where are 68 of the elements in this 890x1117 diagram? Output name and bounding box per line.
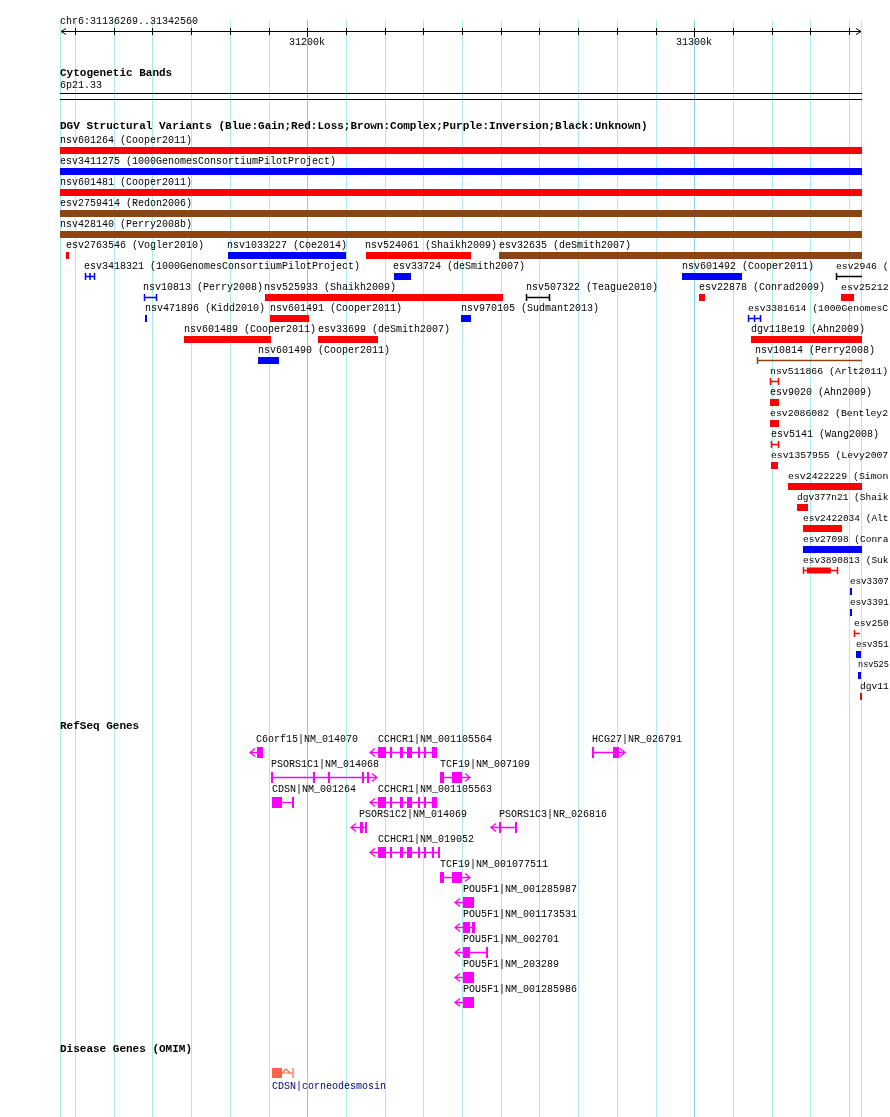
feature-label: nsv601490 (Cooper2011) xyxy=(258,345,391,356)
feature-label: nsv10814 (Perry2008) xyxy=(755,345,876,356)
feature-label: esv2763546 (Vogler2010) xyxy=(66,240,205,251)
gene-label: PSORS1C1|NM_014068 xyxy=(271,759,380,770)
feature-label: nsv471896 (Kidd2010) xyxy=(145,303,266,314)
track-title: Disease Genes (OMIM) xyxy=(60,1044,193,1055)
feature-label: nsv601481 (Cooper2011) xyxy=(60,177,193,188)
gene-label: PSORS1C2|NM_014069 xyxy=(359,809,468,820)
gene-label: C6orf15|NM_014070 xyxy=(256,734,359,745)
feature-label: nsv525933 (Shaikh2009) xyxy=(264,282,397,293)
gene-label: CDSN|NM_001264 xyxy=(272,784,356,795)
gene-label: POU5F1|NM_001285986 xyxy=(463,984,578,995)
track-title: RefSeq Genes xyxy=(60,721,140,732)
gene-label: TCF19|NM_007109 xyxy=(440,759,530,770)
gene-label: CCHCR1|NM_001105564 xyxy=(378,734,493,745)
gene-label: POU5F1|NM_203289 xyxy=(463,959,559,970)
gene-label: CCHCR1|NM_001105563 xyxy=(378,784,493,795)
feature-label: esv5141 (Wang2008) xyxy=(771,429,880,440)
feature-label: esv33724 (deSmith2007) xyxy=(393,261,526,272)
coordinate-range: chr6:31136269..31342560 xyxy=(60,16,199,27)
feature-label: esv2422229 (Simon xyxy=(788,471,889,482)
feature-label: nsv1033227 (Coe2014) xyxy=(227,240,348,251)
feature-label: esv3381614 (1000GenomesC xyxy=(748,303,889,314)
feature-label: nsv601264 (Cooper2011) xyxy=(60,135,193,146)
feature-label: dgv377n21 (Shaik xyxy=(797,492,889,503)
feature-label: esv2422034 (Alt xyxy=(803,513,889,524)
feature-label: esv1357955 (Levy2007 xyxy=(771,450,889,461)
gene-label: CCHCR1|NM_019052 xyxy=(378,834,474,845)
feature-label: esv2946 ( xyxy=(836,261,889,272)
feature-label: esv351 xyxy=(856,639,889,650)
gene-label: POU5F1|NM_001285987 xyxy=(463,884,578,895)
gene-label: TCF19|NM_001077511 xyxy=(440,859,549,870)
feature-label: esv22878 (Conrad2009) xyxy=(699,282,826,293)
band-label: 6p21.33 xyxy=(60,80,102,91)
feature-label: nsv601489 (Cooper2011) xyxy=(184,324,317,335)
feature-label: esv9020 (Ahn2009) xyxy=(770,387,873,398)
feature-label: esv25212 xyxy=(841,282,889,293)
feature-label: nsv524061 (Shaikh2009) xyxy=(365,240,498,251)
gene-label: POU5F1|NM_002701 xyxy=(463,934,559,945)
feature-label: dgv118e19 (Ahn2009) xyxy=(751,324,866,335)
feature-label: esv2086082 (Bentley2 xyxy=(770,408,889,419)
feature-label: esv3307 xyxy=(850,576,889,587)
feature-label: nsv970105 (Sudmant2013) xyxy=(461,303,600,314)
feature-label: nsv511866 (Arlt2011) xyxy=(770,366,889,377)
track-title: DGV Structural Variants (Blue:Gain;Red:Loss;Brown:Complex;Purple:Inversion;Black:Unknown) xyxy=(60,121,648,132)
feature-label: esv33699 (deSmith2007) xyxy=(318,324,451,335)
feature-label: esv3391 xyxy=(850,597,889,608)
gene-label: PSORS1C3|NR_026816 xyxy=(499,809,608,820)
feature-label: nsv601492 (Cooper2011) xyxy=(682,261,815,272)
feature-label: nsv601491 (Cooper2011) xyxy=(270,303,403,314)
feature-label: nsv525 xyxy=(858,660,889,671)
feature-label: esv250 xyxy=(854,618,889,629)
tick-label: 31300k xyxy=(676,37,712,48)
feature-label: esv3890813 (Suk xyxy=(803,555,889,566)
gene-label: POU5F1|NM_001173531 xyxy=(463,909,578,920)
feature-label: esv32635 (deSmith2007) xyxy=(499,240,632,251)
tick-label: 31200k xyxy=(289,37,325,48)
feature-label: dgv11 xyxy=(860,681,889,692)
feature-label: esv27098 (Conra xyxy=(803,534,889,545)
feature-label: nsv507322 (Teague2010) xyxy=(526,282,659,293)
feature-label: nsv428140 (Perry2008b) xyxy=(60,219,193,230)
track-title: Cytogenetic Bands xyxy=(60,68,173,79)
feature-label: esv2759414 (Redon2006) xyxy=(60,198,193,209)
gene-label: CDSN|corneodesmosin xyxy=(272,1081,387,1092)
feature-label: nsv10813 (Perry2008) xyxy=(143,282,264,293)
gene-label: HCG27|NR_026791 xyxy=(592,734,682,745)
feature-label: esv3418321 (1000GenomesConsortiumPilotProject) xyxy=(84,261,361,272)
feature-label: esv3411275 (1000GenomesConsortiumPilotProject) xyxy=(60,156,337,167)
